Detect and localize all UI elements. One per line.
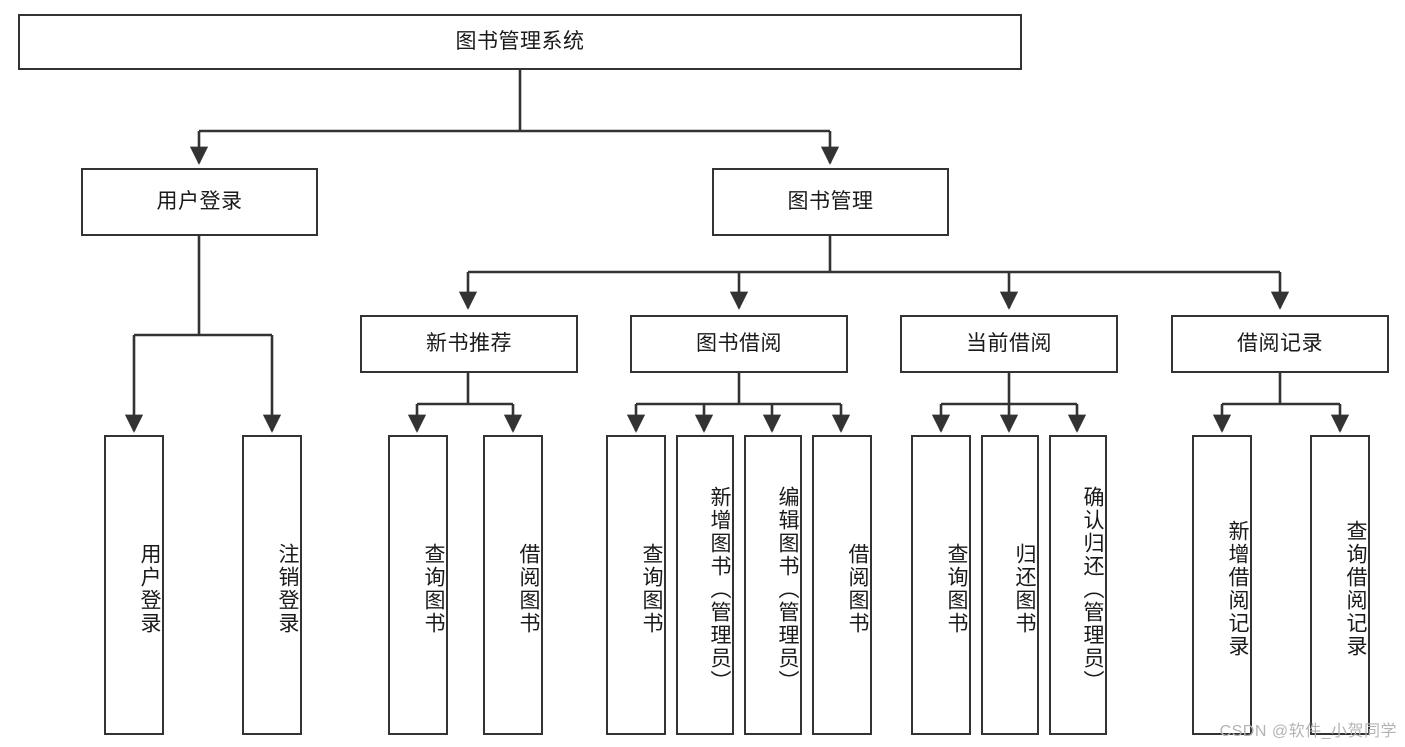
- leaf-current-return-book[interactable]: 归还图书: [981, 435, 1039, 735]
- leaf-new-book-borrow[interactable]: 借阅图书: [483, 435, 543, 735]
- leaf-current-confirm-return-admin[interactable]: 确认归还（管理员）: [1049, 435, 1107, 735]
- node-borrow-records[interactable]: 借阅记录: [1171, 315, 1389, 373]
- leaf-borrow-query-book[interactable]: 查询图书: [606, 435, 666, 735]
- leaf-new-book-query[interactable]: 查询图书: [388, 435, 448, 735]
- leaf-borrow-borrow-book[interactable]: 借阅图书: [812, 435, 872, 735]
- node-book-borrow[interactable]: 图书借阅: [630, 315, 848, 373]
- node-user-login[interactable]: 用户登录: [81, 168, 318, 236]
- leaf-borrow-edit-book-admin[interactable]: 编辑图书（管理员）: [744, 435, 802, 735]
- leaf-records-add-record[interactable]: 新增借阅记录: [1192, 435, 1252, 735]
- watermark-text: CSDN @软件_小贺同学: [1219, 723, 1397, 740]
- leaf-records-query-record[interactable]: 查询借阅记录: [1310, 435, 1370, 735]
- node-root-system[interactable]: 图书管理系统: [18, 14, 1022, 70]
- leaf-user-login-logout[interactable]: 注销登录: [242, 435, 302, 735]
- leaf-current-query-book[interactable]: 查询图书: [911, 435, 971, 735]
- node-current-borrow[interactable]: 当前借阅: [900, 315, 1118, 373]
- leaf-borrow-add-book-admin[interactable]: 新增图书（管理员）: [676, 435, 734, 735]
- node-new-book-recommend[interactable]: 新书推荐: [360, 315, 578, 373]
- node-book-management[interactable]: 图书管理: [712, 168, 949, 236]
- leaf-user-login-signin[interactable]: 用户登录: [104, 435, 164, 735]
